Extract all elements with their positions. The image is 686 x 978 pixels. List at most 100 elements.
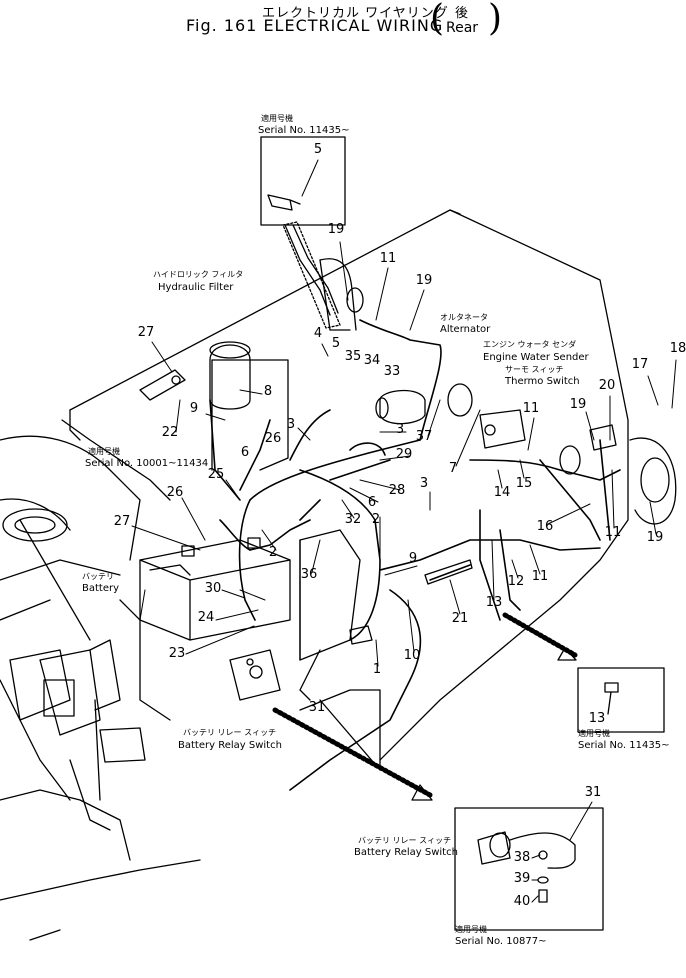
callout-c35: 35	[345, 349, 362, 364]
label-l_brs2_jp: バッテリ リレー スィッチ	[358, 836, 451, 845]
callout-c19d: 19	[647, 530, 664, 545]
callout-c38: 38	[514, 850, 531, 865]
figure-title: Fig. 161 ELECTRICAL WIRING	[186, 16, 444, 35]
cable-harness-upper	[284, 224, 364, 331]
callout-c32: 32	[345, 512, 362, 527]
callout-c3b: 3	[396, 422, 404, 437]
callout-c19b: 19	[416, 273, 433, 288]
callout-c17: 17	[632, 357, 649, 372]
callout-c13b: 13	[589, 711, 606, 726]
callout-c26a: 26	[265, 431, 282, 446]
callout-c16: 16	[537, 519, 554, 534]
callout-c36: 36	[301, 567, 318, 582]
label-l_serial_b: Serial No. 10877~	[455, 936, 546, 947]
leader-31	[299, 649, 381, 771]
label-l_serial_mid: Serial No. 10001~11434	[85, 458, 208, 469]
callout-c3c: 3	[420, 476, 428, 491]
cable-1	[349, 625, 373, 645]
label-l_serial_mid_jp: 適用号機	[88, 446, 120, 456]
machine-body-outline	[61, 209, 629, 761]
callout-leaders	[131, 159, 677, 903]
callout-c15: 15	[516, 476, 533, 491]
callout-c21: 21	[452, 611, 469, 626]
callout-c19c: 19	[570, 397, 587, 412]
callout-c10: 10	[404, 648, 421, 663]
callout-c5b: 5	[332, 336, 340, 351]
callout-c4: 4	[314, 326, 322, 341]
callout-c2b: 2	[269, 545, 277, 560]
battery-relay-switch	[229, 649, 281, 701]
label-l_ts_jp: サーモ スィッチ	[505, 365, 564, 374]
alternator	[375, 389, 426, 425]
callout-c3a: 3	[287, 417, 295, 432]
label-l_serial_r: Serial No. 11435~	[578, 740, 669, 751]
rear-label-japanese: 後	[455, 6, 469, 21]
callout-c6b: 6	[368, 495, 376, 510]
callout-c40: 40	[514, 894, 531, 909]
bracket-27	[139, 369, 186, 401]
callout-c5a: 5	[314, 142, 322, 157]
label-l_serial_top_jp: 適用号機	[261, 113, 293, 123]
callout-c6a: 6	[241, 445, 249, 460]
label-l_serial_top: Serial No. 11435~	[258, 125, 349, 136]
callout-c11c: 11	[605, 525, 622, 540]
label-l_brs2: Battery Relay Switch	[354, 847, 458, 858]
label-l_hyd_jp: ハイドロリック フィルタ	[153, 270, 243, 279]
callout-c27b: 27	[114, 514, 131, 529]
callout-c1: 1	[373, 662, 381, 677]
callout-c11b: 11	[523, 401, 540, 416]
label-l_alt_jp: オルタネータ	[440, 313, 488, 322]
label-l_batt_jp: バッテリ	[82, 572, 114, 581]
title-paren-close: )	[488, 0, 503, 39]
callout-c31a: 31	[309, 700, 326, 715]
callout-c33: 33	[384, 364, 401, 379]
callout-c18: 18	[670, 341, 686, 356]
callout-c26b: 26	[167, 485, 184, 500]
rear-label: Rear	[446, 20, 479, 36]
engine-water-sender	[447, 383, 526, 449]
callout-c25: 25	[208, 467, 225, 482]
label-l_batt: Battery	[82, 583, 119, 594]
rear-lamp-right	[559, 424, 677, 525]
callout-c19a: 19	[328, 222, 345, 237]
label-l_hyd: Hydraulic Filter	[158, 282, 234, 293]
label-l_serial_b_jp: 適用号機	[455, 924, 487, 934]
callout-c20: 20	[599, 378, 616, 393]
callout-c24: 24	[198, 610, 215, 625]
callout-c11d: 11	[532, 569, 549, 584]
wire-harness	[209, 319, 621, 791]
label-l_alt: Alternator	[440, 324, 491, 335]
callout-c31b: 31	[585, 785, 602, 800]
label-l_brs_jp: バッテリ リレー スィッチ	[183, 728, 276, 737]
callout-c7: 7	[449, 461, 457, 476]
callout-c37: 37	[416, 429, 433, 444]
conduit-21	[424, 559, 473, 585]
callout-c30: 30	[205, 581, 222, 596]
title-japanese: エレクトリカル ワイヤリング	[262, 6, 449, 21]
label-l_serial_r_jp: 適用号機	[578, 728, 610, 738]
label-layer: 適用号機 Serial No. 11435~ ハイドロリック フィルタ Hydraul…	[82, 113, 669, 947]
title-paren-open: (	[430, 0, 445, 39]
callout-c23: 23	[169, 646, 186, 661]
label-l_ews: Engine Water Sender	[483, 352, 590, 363]
callout-c39: 39	[514, 871, 531, 886]
callout-c12: 12	[508, 574, 525, 589]
label-l_ews_jp: エンジン ウォータ センダ	[483, 339, 576, 349]
callout-c11a: 11	[380, 251, 397, 266]
callout-c29: 29	[396, 447, 413, 462]
label-l_ts: Thermo Switch	[504, 376, 580, 387]
battery-box-frame	[119, 529, 361, 721]
callout-c22: 22	[162, 425, 179, 440]
callout-c14: 14	[494, 485, 511, 500]
hydraulic-filter	[209, 341, 251, 410]
label-l_brs: Battery Relay Switch	[178, 740, 282, 751]
operator-cab-outline	[0, 435, 201, 941]
subgroup-frame	[211, 359, 289, 471]
callout-c27a: 27	[138, 325, 155, 340]
callout-c28: 28	[389, 483, 406, 498]
inset-box-bottom	[454, 807, 604, 931]
direction-arrows	[272, 221, 578, 801]
